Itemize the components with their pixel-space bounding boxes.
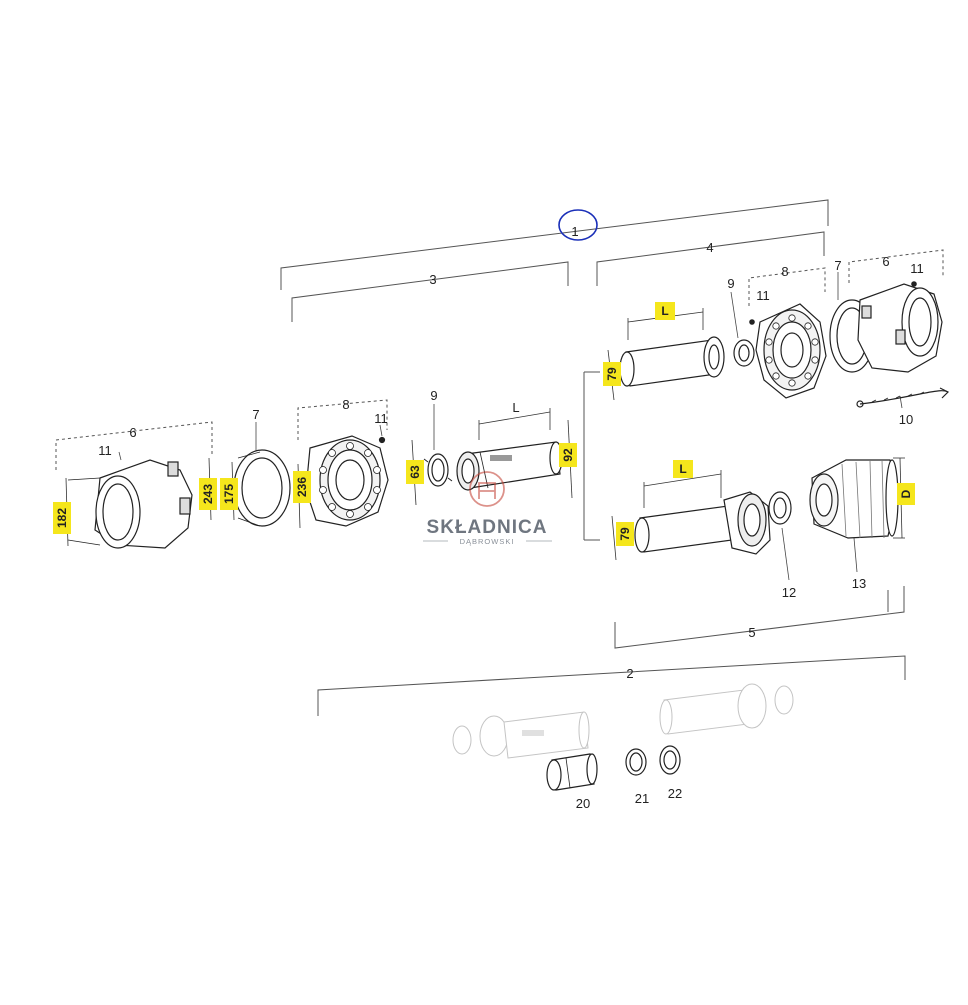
dim-tag-182: 182 [53,502,71,534]
watermark-brand: SKŁADNICA [427,517,548,538]
dim-D-text: D [899,489,913,498]
bracket-1 [280,199,829,290]
dim-tag-79-bottom: 79 [616,522,634,546]
part-8-right-bearing [749,303,827,399]
part-6-right-guard-cone [857,281,943,373]
dim-L-bottom-text: L [679,462,686,476]
dim-L-top-text: L [661,304,668,318]
dim-tag-243: 243 [199,478,217,510]
part-13-bellows-guard [809,459,899,539]
part-20-bushing [546,753,598,791]
label-part-4: 4 [706,240,713,255]
highlight-circle [558,209,598,241]
label-part-9-right: 9 [727,276,734,291]
dim-236-text: 236 [295,477,309,497]
part-5-tube [634,491,771,555]
leader-lines [118,272,903,581]
dim-tag-63: 63 [406,460,424,484]
part-2-ghost-assembly [452,683,794,759]
part-22-ring [659,745,681,775]
bracket-5 [614,586,905,649]
assembly-brackets [280,199,906,716]
bracket-4 [596,231,825,286]
dim-tag-175: 175 [220,478,238,510]
label-part-1: 1 [571,224,578,239]
parts [67,281,950,791]
dim-tag-236: 236 [293,471,311,503]
label-part-6-left: 6 [129,425,136,440]
dim-tag-79-top: 79 [603,362,621,386]
bracket-6-right [848,249,944,283]
bracket-8-right [748,267,826,306]
label-part-10: 10 [899,412,913,427]
watermark-sub: DĄBROWSKI [460,537,515,546]
dimension-tags: 182 243 175 236 63 92 79 79 [53,302,915,546]
label-part-12: 12 [782,585,796,600]
label-part-11-d: 11 [910,261,924,276]
label-L-inner: L [512,400,519,415]
bracket-2 [317,655,906,716]
dim-tag-L-top: L [655,302,675,320]
dim-79-bottom-text: 79 [618,527,632,541]
dim-tag-L-bottom: L [673,460,693,478]
dim-63-text: 63 [408,465,422,479]
part-3-inner-tube [456,441,563,491]
dim-tag-92: 92 [559,443,577,467]
part-10-chain [856,387,950,408]
dim-243-text: 243 [201,484,215,504]
label-part-11-c: 11 [756,288,770,303]
label-part-20: 20 [576,796,590,811]
part-8-left-bearing [305,435,389,527]
bearing-balls-left [319,442,381,518]
bracket-6-left [55,421,213,470]
dim-92-text: 92 [561,448,575,462]
dim-79-top-text: 79 [605,367,619,381]
bracket-3 [291,261,569,322]
label-part-11-a: 11 [98,443,112,458]
label-part-2: 2 [626,666,633,681]
subgroup-brackets [55,249,944,470]
label-part-3: 3 [429,272,436,287]
part-7-left-ring [233,449,291,527]
label-part-7-left: 7 [252,407,259,422]
watermark-logo [469,471,505,507]
part-12-lock-ring [768,491,792,525]
label-part-9-left: 9 [430,388,437,403]
bracket-link-3-4 [583,371,600,541]
part-21-ring [625,748,647,776]
label-part-21: 21 [635,791,649,806]
label-part-7-right: 7 [834,258,841,273]
dim-182-text: 182 [55,508,69,528]
label-part-8-left: 8 [342,397,349,412]
label-part-8-right: 8 [781,264,788,279]
watermark: SKŁADNICA DĄBROWSKI [423,471,552,546]
dim-175-text: 175 [222,484,236,504]
label-part-22: 22 [668,786,682,801]
dim-tag-D: D [897,483,915,505]
part-labels: 1 2 3 4 5 6 6 7 7 8 8 9 9 10 11 11 11 11… [98,224,924,811]
part-6-left-guard-cone [67,459,193,549]
part-4-outer-tube [619,336,725,387]
label-part-5: 5 [748,625,755,640]
bearing-balls-right [765,314,819,387]
label-part-13: 13 [852,576,866,591]
part-9-left-lock-ring [423,453,453,487]
label-part-6-right: 6 [882,254,889,269]
part-9-right-lock-ring [733,339,755,367]
label-part-11-b: 11 [374,411,388,426]
